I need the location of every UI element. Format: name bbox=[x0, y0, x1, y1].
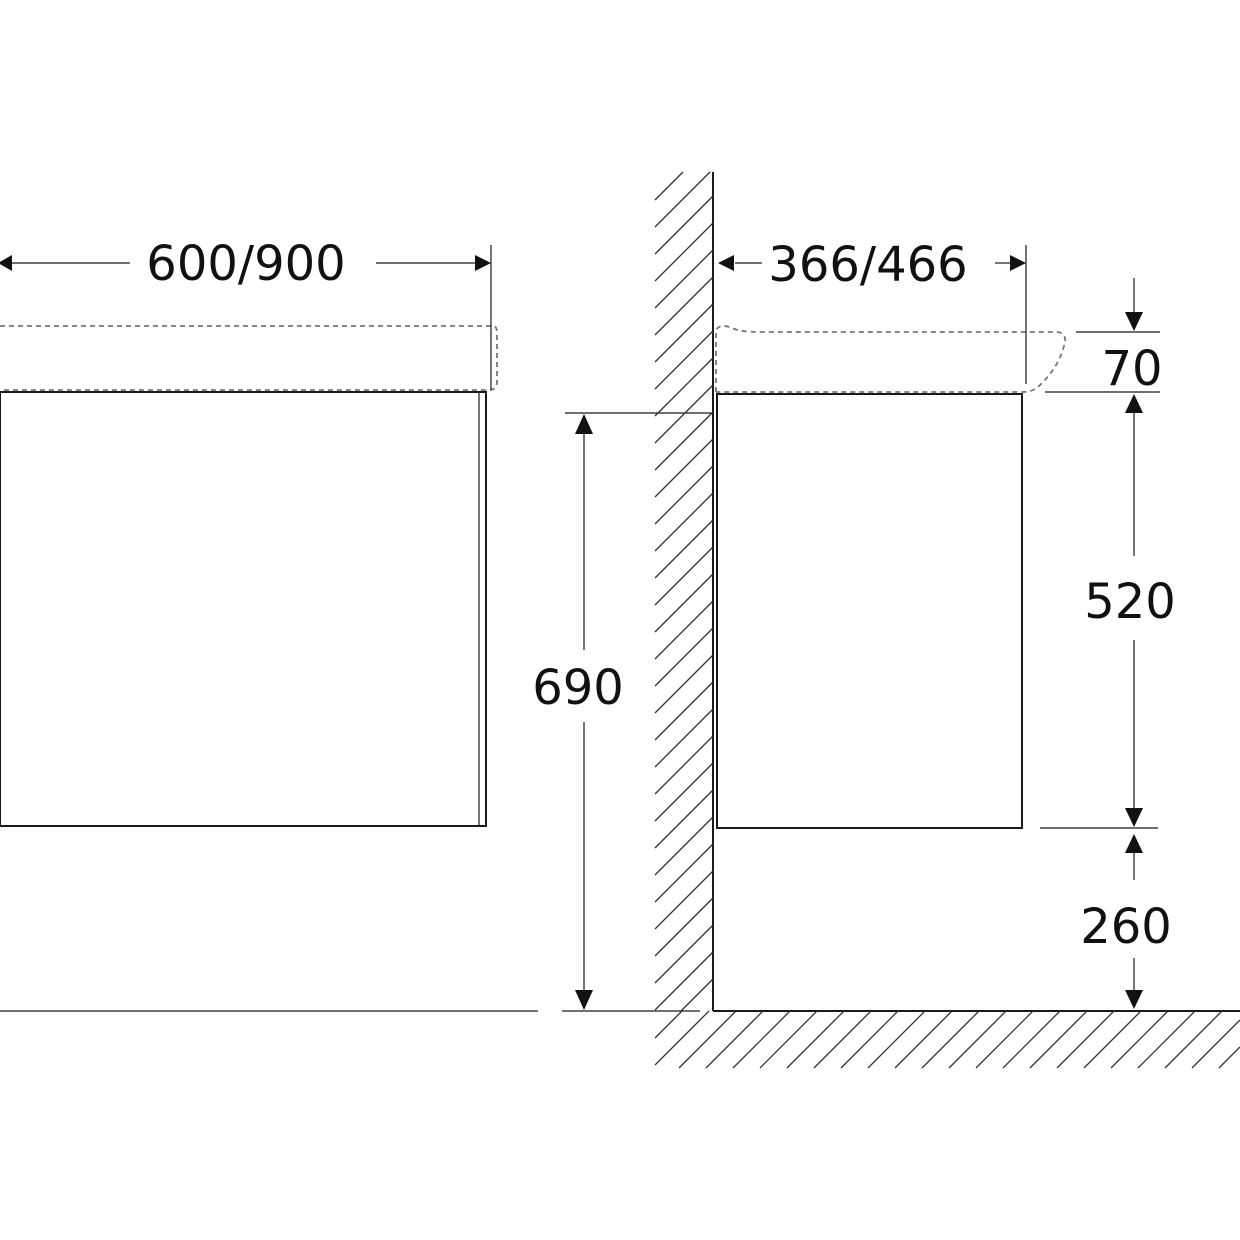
cabinet-height-arrow-top bbox=[1125, 394, 1143, 413]
hatch-line bbox=[654, 330, 714, 390]
hatch-line bbox=[654, 843, 714, 903]
hatch-line bbox=[894, 1010, 953, 1069]
hatch-line bbox=[654, 600, 714, 660]
hatch-line bbox=[840, 1010, 899, 1069]
hatch-line bbox=[654, 870, 714, 930]
hatch-line bbox=[654, 924, 714, 984]
depth-dimension: 366/466 bbox=[718, 237, 1027, 384]
hatch-line bbox=[654, 195, 714, 255]
floor-clearance-dimension: 260 bbox=[1080, 834, 1172, 1009]
hatch-line bbox=[654, 492, 714, 552]
hatch-line bbox=[654, 519, 714, 579]
hatch-line bbox=[654, 951, 714, 1011]
hatch-line bbox=[654, 411, 714, 471]
hatch-line bbox=[654, 816, 714, 876]
hatch-line bbox=[732, 1010, 791, 1069]
front-cabinet-body bbox=[0, 391, 487, 827]
hatch-line bbox=[654, 1010, 683, 1039]
front-basin-outline bbox=[0, 325, 498, 391]
floor-clearance-arrow-top bbox=[1125, 834, 1143, 853]
top-thickness-label: 70 bbox=[1101, 341, 1162, 397]
side-basin-outline bbox=[715, 325, 1067, 393]
floor-clearance-arrow-bottom bbox=[1125, 990, 1143, 1009]
hatch-line bbox=[654, 384, 714, 444]
top-thickness-arrow bbox=[1125, 312, 1143, 331]
top-thickness-dimension: 70 bbox=[1045, 278, 1163, 397]
depth-arrow-right bbox=[1010, 255, 1026, 271]
hatch-line bbox=[654, 465, 714, 525]
hatch-line bbox=[786, 1010, 845, 1069]
floor-hatch bbox=[654, 1010, 1240, 1069]
hatch-line bbox=[654, 789, 714, 849]
width-dimension: 600/900 bbox=[0, 236, 492, 390]
total-height-dimension: 690 bbox=[532, 412, 712, 1012]
hatch-line bbox=[654, 303, 714, 363]
hatch-line bbox=[654, 654, 714, 714]
hatch-line bbox=[1056, 1010, 1115, 1069]
hatch-line bbox=[654, 546, 714, 606]
hatch-line bbox=[948, 1010, 1007, 1069]
hatch-line bbox=[654, 573, 714, 633]
hatch-line bbox=[1191, 1019, 1240, 1069]
hatch-line bbox=[1218, 1046, 1240, 1069]
hatch-line bbox=[680, 978, 714, 1012]
hatch-line bbox=[1002, 1010, 1061, 1069]
hatch-line bbox=[1110, 1010, 1169, 1069]
hatch-line bbox=[654, 627, 714, 687]
cabinet-height-arrow-bottom bbox=[1125, 808, 1143, 827]
hatch-line bbox=[921, 1010, 980, 1069]
floor-clearance-label: 260 bbox=[1080, 899, 1172, 955]
hatch-line bbox=[705, 1010, 764, 1069]
hatch-line bbox=[654, 681, 714, 741]
hatch-line bbox=[654, 735, 714, 795]
wall-hatch bbox=[654, 171, 714, 1012]
hatch-line bbox=[1164, 1010, 1223, 1069]
hatch-line bbox=[654, 897, 714, 957]
width-label: 600/900 bbox=[146, 236, 345, 292]
depth-arrow-left bbox=[718, 255, 734, 271]
hatch-line bbox=[654, 171, 684, 201]
hatch-line bbox=[813, 1010, 872, 1069]
hatch-line bbox=[654, 276, 714, 336]
hatch-line bbox=[654, 249, 714, 309]
hatch-line bbox=[654, 708, 714, 768]
width-arrow-left bbox=[0, 255, 12, 271]
hatch-line bbox=[654, 357, 714, 417]
hatch-line bbox=[654, 438, 714, 498]
hatch-line bbox=[1029, 1010, 1088, 1069]
cabinet-height-dimension: 520 bbox=[1040, 394, 1176, 829]
width-arrow-right bbox=[475, 255, 491, 271]
total-height-arrow-bottom bbox=[575, 990, 593, 1010]
hatch-line bbox=[759, 1010, 818, 1069]
cabinet-height-label: 520 bbox=[1084, 574, 1176, 630]
hatch-line bbox=[654, 222, 714, 282]
hatch-line bbox=[975, 1010, 1034, 1069]
hatch-line bbox=[1137, 1010, 1196, 1069]
hatch-line bbox=[654, 1010, 710, 1066]
total-height-arrow-top bbox=[575, 414, 593, 434]
total-height-label: 690 bbox=[532, 660, 624, 716]
front-view: 600/900 690 bbox=[0, 236, 712, 1012]
side-cabinet-body bbox=[716, 393, 1023, 829]
depth-label: 366/466 bbox=[768, 237, 967, 293]
hatch-line bbox=[678, 1010, 737, 1069]
hatch-line bbox=[867, 1010, 926, 1069]
side-view: 366/466 70 520 260 bbox=[654, 171, 1240, 1069]
hatch-line bbox=[1083, 1010, 1142, 1069]
hatch-line bbox=[654, 171, 711, 228]
hatch-line bbox=[654, 762, 714, 822]
